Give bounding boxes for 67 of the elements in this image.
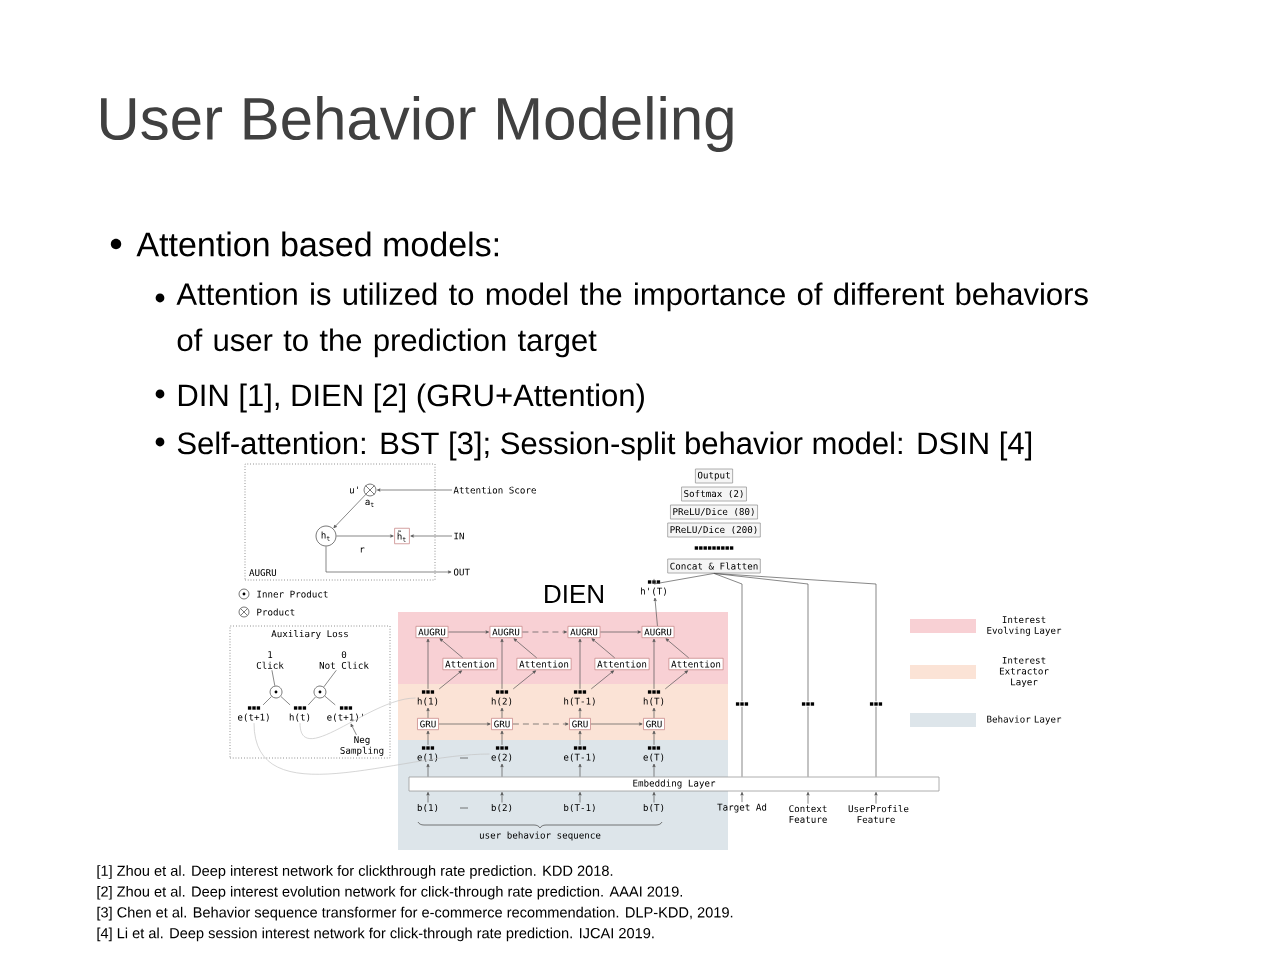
arrow <box>500 638 504 690</box>
arrow <box>325 546 452 574</box>
arrow <box>438 722 491 726</box>
bullet-text: Attention is utilized to model the importance of different behaviors of user to the prediction target <box>176 282 1088 358</box>
arrow <box>500 707 504 719</box>
arrow <box>438 670 463 690</box>
connector-line <box>713 573 809 702</box>
arrow <box>426 707 430 719</box>
arrow <box>426 730 430 746</box>
inner-product-circle <box>313 685 327 699</box>
arrow <box>600 630 641 634</box>
arrow <box>426 763 430 777</box>
arrow <box>652 763 656 777</box>
arrow <box>336 534 394 538</box>
arrow <box>500 791 504 803</box>
arrow <box>653 597 658 627</box>
arrow <box>500 730 504 746</box>
connector-line <box>713 573 743 702</box>
connector-line <box>653 573 715 585</box>
bullet-text: Attention based models: <box>136 231 498 257</box>
slide-title: User Behavior Modeling <box>101 96 733 152</box>
arrow <box>522 630 567 634</box>
bullet-text: Self-attention: BST [3]; Session-split behavior model: DSIN [4] <box>177 431 1031 461</box>
arrow <box>590 670 615 690</box>
arrow <box>376 488 453 492</box>
arrow <box>578 730 582 746</box>
arrow <box>664 670 689 690</box>
arrow <box>590 722 643 726</box>
arrow <box>806 791 810 805</box>
connector-line <box>307 696 317 706</box>
connector-line <box>271 669 276 687</box>
connector-line <box>741 706 743 777</box>
bullet-text: DIN [1], DIEN [2] (GRU+Attention) <box>178 383 644 413</box>
connector-line <box>323 669 337 688</box>
connector-line <box>324 695 336 706</box>
arrow <box>426 638 430 690</box>
arrow <box>448 630 489 634</box>
arrow <box>740 791 744 803</box>
arrow <box>512 670 537 690</box>
connector-line <box>875 706 877 777</box>
connector-line <box>280 696 291 706</box>
arrow <box>652 791 656 803</box>
arrow <box>591 638 616 659</box>
connector-line <box>262 696 272 706</box>
connector-line <box>807 706 809 777</box>
connector-line <box>253 722 490 775</box>
inner-product-circle <box>269 685 283 699</box>
arrow <box>652 730 656 746</box>
arrow <box>513 638 538 659</box>
arrow <box>512 722 569 726</box>
arrow <box>578 707 582 719</box>
arrow <box>578 791 582 803</box>
arrow <box>652 707 656 719</box>
arrow <box>333 494 366 529</box>
arrow <box>410 534 453 538</box>
arrow <box>578 638 582 690</box>
arrow <box>439 638 464 659</box>
arrow <box>665 638 690 659</box>
arrow <box>426 791 430 803</box>
arrow <box>578 763 582 777</box>
arrow <box>350 723 357 736</box>
connector-line <box>713 573 877 702</box>
arrow <box>652 638 656 690</box>
arrow <box>874 791 878 804</box>
arrow <box>500 763 504 777</box>
connector-line <box>299 697 416 739</box>
model-name-label: DIEN <box>545 585 603 603</box>
